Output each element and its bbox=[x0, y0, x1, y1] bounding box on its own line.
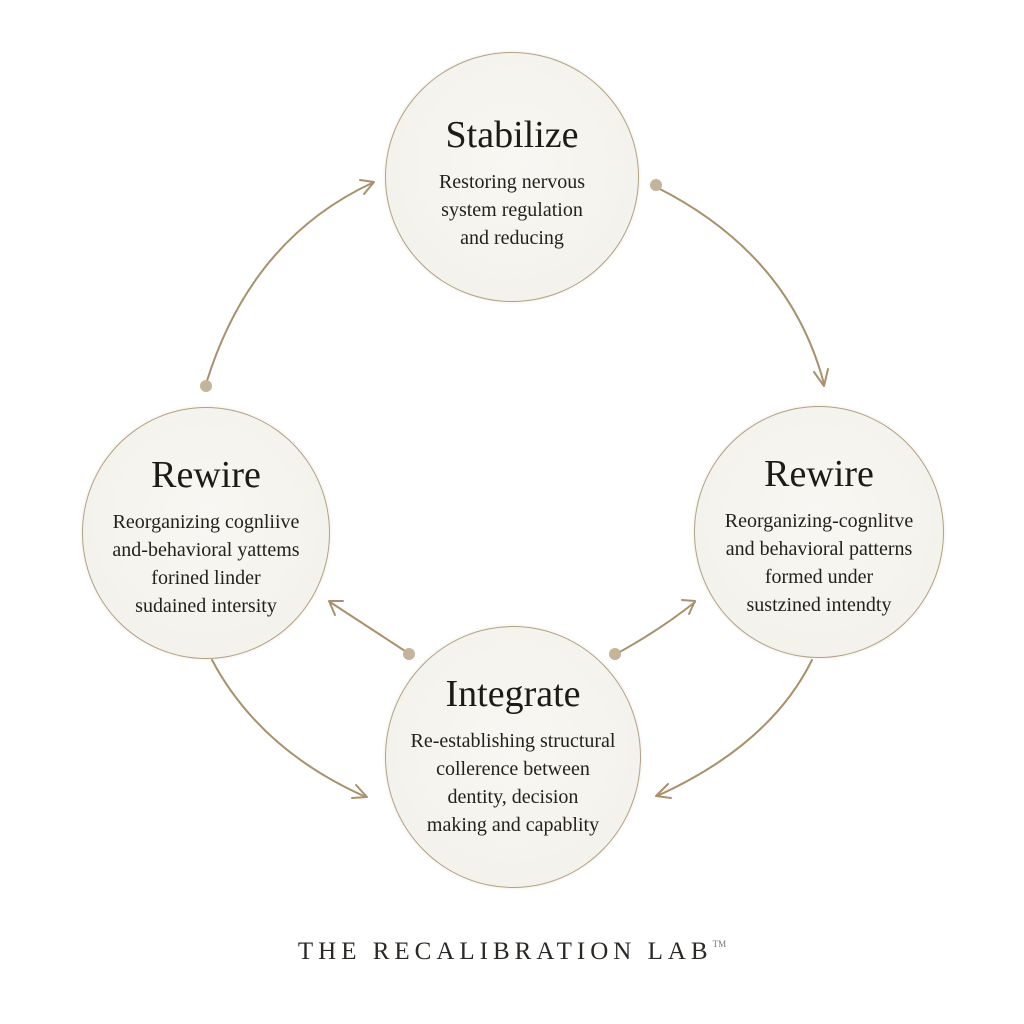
connector-rewire-left-to-stabilize bbox=[205, 182, 373, 385]
stage-integrate: Integrate Re-establishing structural col… bbox=[385, 626, 641, 888]
stage-title: Integrate bbox=[445, 673, 581, 715]
stage-title: Stabilize bbox=[445, 114, 579, 156]
stage-description: Reorganizing-cognlitve and behavioral pa… bbox=[724, 510, 914, 616]
footer-brand: THE RECALIBRATION LABTM bbox=[0, 938, 1024, 966]
stage-stabilize: Stabilize Restoring nervous system regul… bbox=[385, 52, 639, 302]
stage-title: Rewire bbox=[151, 454, 261, 496]
connector-rewire-left-to-integrate bbox=[211, 659, 367, 798]
stage-description: Restoring nervous system regulation and … bbox=[438, 171, 586, 249]
stage-rewire-right: Rewire Reorganizing-cognlitve and behavi… bbox=[694, 406, 944, 658]
connector-stabilize-to-rewire-right bbox=[657, 187, 825, 385]
arrowhead-icon bbox=[655, 783, 672, 799]
arrowhead-icon bbox=[359, 179, 375, 195]
connector-start-dot bbox=[609, 648, 621, 660]
stage-description: Re-establishing structural collerence be… bbox=[410, 730, 616, 836]
connector-rewire-right-to-integrate bbox=[656, 659, 813, 797]
stage-description: Reorganizing cognliive and-behavioral ya… bbox=[112, 511, 300, 617]
connector-start-dot bbox=[200, 380, 212, 392]
trademark-mark: TM bbox=[712, 939, 727, 949]
connector-integrate-to-rewire-left bbox=[329, 601, 409, 654]
stage-rewire-left: Rewire Reorganizing cognliive and-behavi… bbox=[82, 407, 330, 659]
arrowhead-icon bbox=[681, 599, 696, 615]
connector-start-dot bbox=[650, 179, 662, 191]
brand-name: THE RECALIBRATION LAB bbox=[297, 938, 713, 965]
arrowhead-icon bbox=[328, 600, 344, 616]
arrowhead-icon bbox=[351, 784, 368, 799]
connector-start-dot bbox=[403, 648, 415, 660]
stage-title: Rewire bbox=[764, 453, 874, 495]
arrowhead-icon bbox=[813, 368, 829, 387]
connector-integrate-to-rewire-right bbox=[615, 601, 696, 655]
